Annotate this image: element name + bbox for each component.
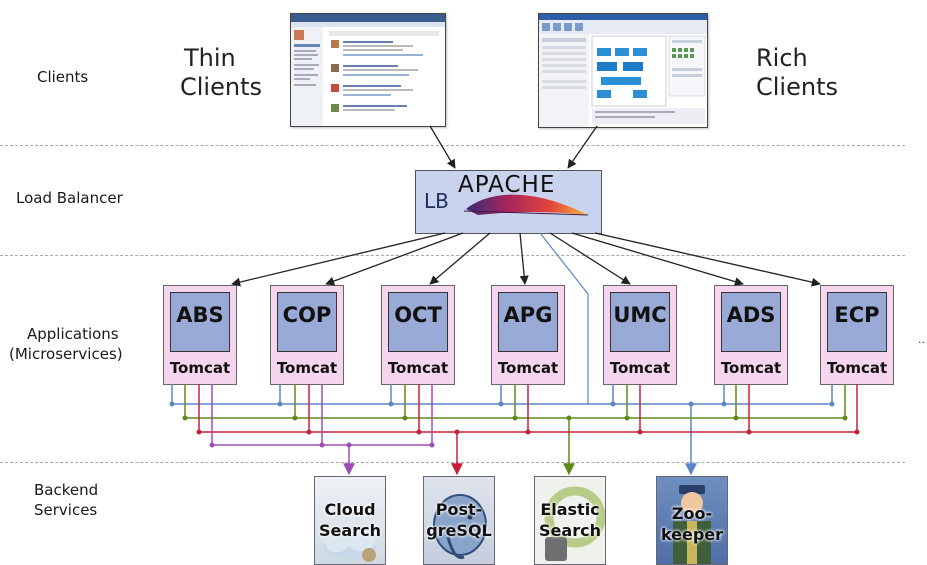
purple-bus bbox=[211, 384, 433, 476]
service-elasticsearch: Elastic Search bbox=[534, 476, 606, 565]
service-postgresql-line2: greSQL bbox=[426, 521, 492, 540]
thin-client-screenshot bbox=[290, 13, 446, 127]
service-zookeeper-name: Zoo- keeper bbox=[657, 503, 727, 545]
apache-feather-icon bbox=[463, 194, 589, 216]
service-elasticsearch-line1: Elastic bbox=[540, 500, 600, 519]
tier-label-backend-line1: Backend bbox=[34, 481, 99, 499]
tier-label-backend: Backend Services bbox=[34, 480, 98, 520]
thin-clients-line2: Clients bbox=[180, 73, 262, 101]
more-indicator: .. bbox=[918, 333, 925, 346]
app-apg-service-box bbox=[498, 292, 558, 352]
service-postgresql-line1: Post- bbox=[435, 500, 483, 519]
rich-client-screenshot-image bbox=[539, 14, 707, 127]
zookeeper-icon bbox=[673, 485, 711, 564]
app-abs-name: ABS bbox=[176, 303, 224, 327]
service-elasticsearch-name: Elastic Search bbox=[535, 499, 605, 541]
service-postgresql: Post- greSQL bbox=[423, 476, 495, 565]
tier-label-clients: Clients bbox=[37, 68, 89, 86]
service-postgresql-name: Post- greSQL bbox=[424, 499, 494, 541]
divider-lb-apps bbox=[0, 255, 905, 256]
service-cloudsearch-line1: Cloud bbox=[324, 500, 376, 519]
app-ecp-server: Tomcat bbox=[826, 359, 888, 377]
cloud-icon bbox=[324, 531, 376, 562]
app-apg-name: APG bbox=[503, 303, 553, 327]
rich-clients-line1: Rich bbox=[756, 44, 808, 72]
green-bus bbox=[184, 384, 846, 476]
service-zookeeper-line1: Zoo- bbox=[671, 504, 713, 523]
lb-zookeeper-line bbox=[539, 232, 589, 404]
rich-client-screenshot bbox=[538, 13, 708, 128]
blue-bus bbox=[171, 384, 833, 476]
thin-clients-label: Thin Clients bbox=[180, 44, 262, 102]
client-to-lb-arrows bbox=[429, 125, 598, 169]
apache-wordmark: APACHE bbox=[458, 172, 556, 198]
app-oct-server: Tomcat bbox=[387, 359, 449, 377]
green-bus-nodes bbox=[182, 415, 848, 421]
app-umc-server: Tomcat bbox=[609, 359, 671, 377]
rich-clients-line2: Clients bbox=[756, 73, 838, 101]
app-cop-name: COP bbox=[282, 303, 332, 327]
service-cloudsearch-name: Cloud Search bbox=[315, 499, 385, 541]
elephant-icon bbox=[433, 494, 487, 560]
app-ads-service-box bbox=[721, 292, 781, 352]
rich-clients-label: Rich Clients bbox=[756, 44, 838, 102]
tier-label-load-balancer: Load Balancer bbox=[16, 189, 123, 207]
app-ads-server: Tomcat bbox=[720, 359, 782, 377]
app-apg-server: Tomcat bbox=[497, 359, 559, 377]
app-abs: ABS Tomcat bbox=[163, 285, 237, 385]
tier-label-applications: Applications (Microservices) bbox=[9, 324, 123, 364]
app-ads: ADS Tomcat bbox=[714, 285, 788, 385]
service-cloudsearch-line2: Search bbox=[319, 521, 381, 540]
app-oct-name: OCT bbox=[394, 303, 442, 327]
app-cop-server: Tomcat bbox=[276, 359, 338, 377]
divider-clients-lb bbox=[0, 145, 905, 146]
tier-label-applications-line1: Applications bbox=[26, 325, 119, 343]
tier-label-backend-line2: Services bbox=[34, 501, 98, 519]
app-cop-service-box bbox=[277, 292, 337, 352]
load-balancer-label: LB bbox=[424, 189, 449, 213]
app-abs-server: Tomcat bbox=[169, 359, 231, 377]
thin-clients-line1: Thin bbox=[184, 44, 236, 72]
app-ecp: ECP Tomcat bbox=[820, 285, 894, 385]
app-umc-service-box bbox=[610, 292, 670, 352]
app-oct-service-box bbox=[388, 292, 448, 352]
lb-to-app-arrows bbox=[231, 232, 821, 287]
service-elasticsearch-line2: Search bbox=[539, 521, 601, 540]
app-umc-name: UMC bbox=[613, 303, 667, 327]
service-zookeeper-line2: keeper bbox=[660, 525, 724, 544]
thin-client-screenshot-image bbox=[291, 14, 445, 126]
purple-bus-nodes bbox=[209, 442, 435, 448]
magnifier-icon bbox=[544, 486, 605, 561]
app-apg: APG Tomcat bbox=[491, 285, 565, 385]
app-ecp-service-box bbox=[827, 292, 887, 352]
app-cop: COP Tomcat bbox=[270, 285, 344, 385]
divider-apps-backend bbox=[0, 462, 905, 463]
red-bus bbox=[198, 384, 858, 476]
service-zookeeper: Zoo- keeper bbox=[656, 476, 728, 565]
app-oct: OCT Tomcat bbox=[381, 285, 455, 385]
tier-label-applications-line2: (Microservices) bbox=[9, 345, 123, 363]
app-abs-service-box bbox=[170, 292, 230, 352]
app-umc: UMC Tomcat bbox=[603, 285, 677, 385]
app-ecp-name: ECP bbox=[834, 303, 880, 327]
red-bus-nodes bbox=[196, 429, 860, 435]
service-cloudsearch: Cloud Search bbox=[314, 476, 386, 565]
load-balancer-box: LB APACHE bbox=[415, 170, 602, 234]
blue-bus-nodes bbox=[169, 401, 835, 407]
app-ads-name: ADS bbox=[726, 303, 776, 327]
